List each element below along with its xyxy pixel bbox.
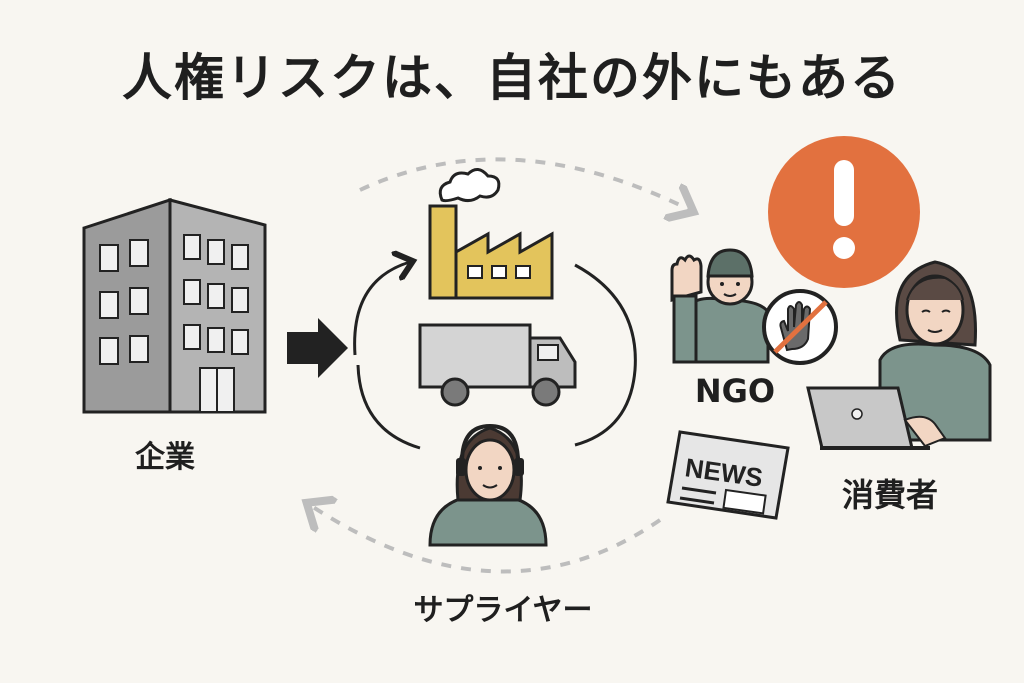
protester-icon [670,248,770,364]
news-icon: NEWS [666,430,790,520]
cycle-arc-bottom-left [356,364,421,450]
cycle-arc-right [574,263,637,447]
ngo-label: NGO [694,372,776,410]
consumer-laptop-icon [806,260,992,450]
company-label: 企業 [135,440,195,475]
alert-icon [768,136,920,288]
truck-icon [418,323,577,407]
arrow-right-icon [287,318,348,378]
dashed-arc-top [359,157,690,210]
office-building-icon [82,197,267,414]
dashed-arc-bottom [310,505,662,574]
factory-icon [428,168,554,300]
headset-person-icon [428,423,548,547]
supplier-label: サプライヤー [413,593,593,628]
no-hand-icon [762,289,838,365]
page-title: 人権リスクは、自社の外にもある [122,49,902,107]
consumer-label: 消費者 [841,476,938,514]
cycle-arc-top-left [353,262,410,356]
